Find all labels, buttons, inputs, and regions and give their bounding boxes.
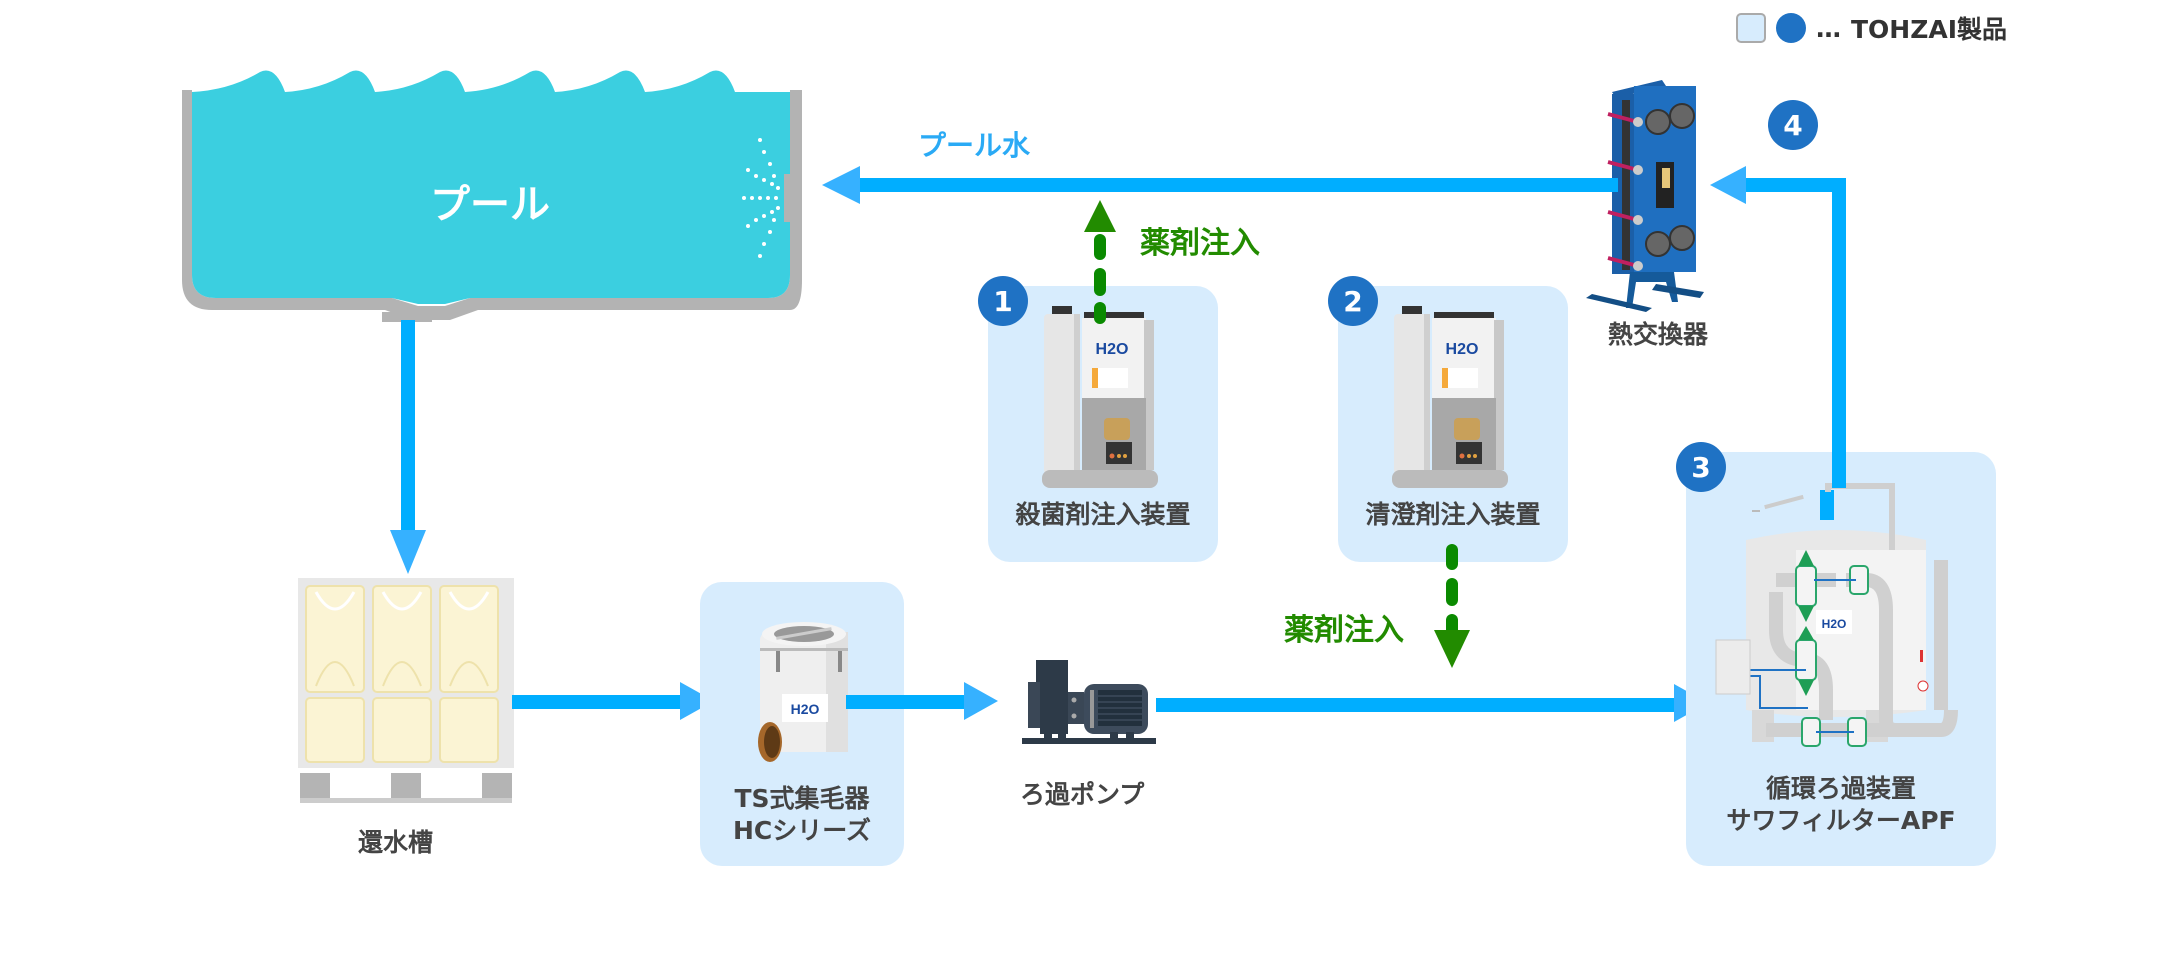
heat-exchanger-label: 熱交換器 [1608, 320, 1709, 349]
return-tank-illustration [298, 578, 514, 803]
clarifier-injector-label: 清澄剤注入装置 [1365, 500, 1541, 529]
clarifier-injector-illustration: H2O [1392, 306, 1508, 488]
pipe-catcher-to-pump [846, 695, 966, 709]
chemical-injection-label-1: 薬剤注入 [1140, 226, 1260, 261]
legend-ellipsis: … [1816, 13, 1841, 43]
sterilizer-injector-label: 殺菌剤注入装置 [1015, 500, 1191, 529]
filter-pump-label: ろ過ポンプ [1020, 780, 1145, 809]
legend-badge-swatch [1776, 13, 1806, 43]
filtration-unit-badge: 3 [1676, 442, 1726, 492]
pipe-tank-to-catcher [512, 695, 682, 709]
pool-drain [382, 312, 432, 322]
pipe-pump-to-filter [1156, 698, 1676, 712]
arrow-right-to-catcher [680, 682, 714, 720]
pipe-filter-to-exchanger [1744, 178, 1846, 192]
chemical-arrow-up [1084, 200, 1116, 324]
heat-exchanger-illustration [1586, 80, 1704, 312]
hair-catcher-illustration: H2O [758, 622, 848, 762]
legend-card-swatch [1736, 13, 1766, 43]
chemical-injection-label-2: 薬剤注入 [1284, 613, 1404, 648]
pool-label: プール [430, 182, 550, 228]
filtration-unit-label-2: サワフィルターAPF [1726, 806, 1956, 835]
svg-text:H2O: H2O [791, 701, 820, 717]
hair-catcher-label-2: HCシリーズ [732, 816, 872, 845]
arrow-left-to-pool [822, 166, 860, 204]
pipe-filter-up [1832, 178, 1846, 488]
legend: … TOHZAI製品 [1736, 10, 2007, 46]
svg-text:H2O: H2O [1446, 341, 1479, 358]
pipe-pool-to-tank [401, 320, 415, 540]
chemical-arrow-down [1434, 544, 1470, 668]
pool-water [192, 70, 790, 304]
sterilizer-injector-illustration: H2O [1042, 306, 1158, 488]
arrow-right-to-pump [964, 682, 998, 720]
arrow-left-to-exchanger [1710, 166, 1746, 204]
clarifier-injector-badge: 2 [1328, 276, 1378, 326]
heat-exchanger-badge: 4 [1768, 100, 1818, 150]
arrow-down-to-tank [390, 530, 426, 574]
pool-inlet-nozzle [784, 174, 794, 222]
pool-water-label: プール水 [918, 129, 1031, 162]
hair-catcher-label-1: TS式集毛器 [734, 784, 870, 813]
filter-pump-illustration [1022, 660, 1156, 744]
filtration-unit-illustration: H2O [1715, 483, 1958, 747]
legend-text: TOHZAI製品 [1851, 15, 2008, 44]
sterilizer-injector-badge: 1 [978, 276, 1028, 326]
pipe-exchanger-to-pool [858, 178, 1618, 192]
spray-dots [742, 138, 780, 258]
filtration-unit-label-1: 循環ろ過装置 [1765, 774, 1916, 803]
svg-text:H2O: H2O [1822, 617, 1847, 631]
pool-illustration [182, 70, 802, 322]
return-tank-label: 還水槽 [358, 828, 434, 857]
svg-text:H2O: H2O [1096, 341, 1129, 358]
